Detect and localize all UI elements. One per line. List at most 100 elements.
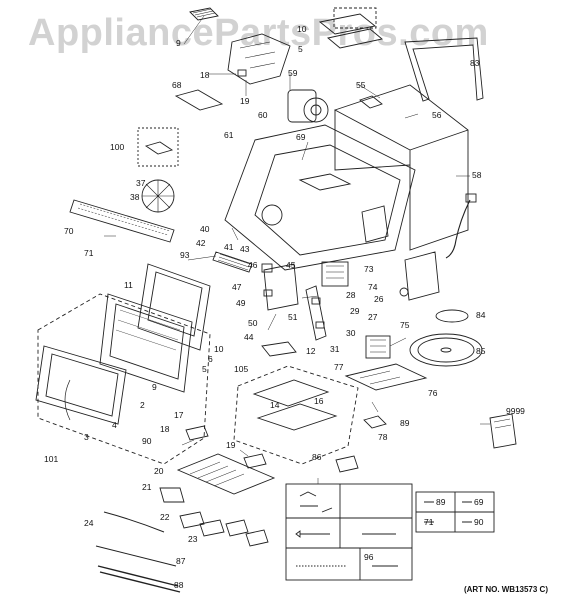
- callout-37: 37: [136, 178, 146, 188]
- hardware-legend-box: [415, 491, 495, 533]
- callout-42: 42: [196, 238, 206, 248]
- stirrer-100-part: [137, 127, 179, 167]
- callout-85: 85: [476, 346, 486, 356]
- vent-42-part: [212, 251, 253, 273]
- callout-10: 10: [214, 344, 224, 354]
- callout-59: 59: [288, 68, 298, 78]
- legend-label-90: 90: [474, 517, 484, 527]
- control-board-part: [261, 263, 299, 311]
- mounting-rail-part: [404, 37, 484, 102]
- callout-101: 101: [44, 454, 58, 464]
- callout-16: 16: [314, 396, 324, 406]
- callout-56: 56: [432, 110, 442, 120]
- fan-bracket-part: [227, 33, 291, 85]
- callout-88: 88: [174, 580, 184, 590]
- plates-21-23: [159, 455, 359, 547]
- transformer-part: [321, 261, 349, 287]
- magnetron-part: [365, 335, 391, 359]
- callout-30: 30: [346, 328, 356, 338]
- callout-93: 93: [180, 250, 190, 260]
- kit-label: 96: [364, 552, 374, 562]
- callout-68: 68: [172, 80, 182, 90]
- callout-71: 71: [84, 248, 94, 258]
- legend-label-69: 69: [474, 497, 484, 507]
- bracket-78-part: [363, 415, 387, 429]
- filter-68-part: [174, 89, 224, 111]
- callout-45: 45: [286, 260, 296, 270]
- callout-51: 51: [288, 312, 298, 322]
- vent-grille-part: [189, 7, 219, 21]
- tray-assembly-boundary: [233, 365, 359, 465]
- watermark: AppliancePartsPros.com: [28, 12, 489, 54]
- callout-22: 22: [160, 512, 170, 522]
- callout-24: 24: [84, 518, 94, 528]
- callout-9: 9: [152, 382, 157, 392]
- callout-18: 18: [200, 70, 210, 80]
- magnetron-plate-part: [399, 251, 440, 301]
- callout-10: 10: [297, 24, 307, 34]
- callout-43: 43: [240, 244, 250, 254]
- leader-lines: [104, 15, 490, 484]
- inner-door-part: [99, 293, 193, 393]
- callout-19: 19: [240, 96, 250, 106]
- base-plate-part: [344, 363, 428, 391]
- callout-75: 75: [400, 320, 410, 330]
- sensor-12-part: [261, 341, 297, 357]
- callout-40: 40: [200, 224, 210, 234]
- callout-27: 27: [368, 312, 378, 322]
- callout-76: 76: [428, 388, 438, 398]
- bracket-19-part: [243, 453, 267, 469]
- callout-46: 46: [248, 260, 258, 270]
- callout-9999: 9999: [506, 406, 525, 416]
- callout-69: 69: [296, 132, 306, 142]
- wire-harness-part: [95, 511, 181, 593]
- oven-cavity-part: [224, 124, 416, 271]
- roller-ring-part: [435, 309, 469, 323]
- callout-50: 50: [248, 318, 258, 328]
- callout-58: 58: [472, 170, 482, 180]
- callout-89: 89: [400, 418, 410, 428]
- callout-100: 100: [110, 142, 124, 152]
- callout-49: 49: [236, 298, 246, 308]
- callout-9: 9: [176, 38, 181, 48]
- callout-31: 31: [330, 344, 340, 354]
- callout-12: 12: [306, 346, 316, 356]
- callout-11: 11: [124, 280, 133, 290]
- callout-83: 83: [470, 58, 480, 68]
- callout-47: 47: [232, 282, 242, 292]
- switch-bracket-part: [305, 285, 327, 341]
- callout-17: 17: [174, 410, 184, 420]
- manual-part: [489, 413, 517, 449]
- bottom-panel-part: [176, 453, 276, 495]
- callout-5: 5: [202, 364, 207, 374]
- callout-26: 26: [374, 294, 384, 304]
- callout-20: 20: [154, 466, 164, 476]
- callout-77: 77: [334, 362, 344, 372]
- callout-105: 105: [234, 364, 248, 374]
- callout-28: 28: [346, 290, 356, 300]
- callout-78: 78: [378, 432, 388, 442]
- callout-3: 3: [84, 432, 89, 442]
- callout-18: 18: [160, 424, 170, 434]
- callout-84: 84: [476, 310, 486, 320]
- callout-90: 90: [142, 436, 152, 446]
- callout-73: 73: [364, 264, 374, 274]
- callout-2: 2: [140, 400, 145, 410]
- back-cover-part: [361, 205, 389, 243]
- callout-44: 44: [244, 332, 254, 342]
- art-number: (ART NO. WB13573 C): [463, 585, 548, 594]
- callout-60: 60: [258, 110, 268, 120]
- callout-86: 86: [312, 452, 322, 462]
- callout-38: 38: [130, 192, 140, 202]
- door-frame-part: [137, 263, 211, 351]
- legend-label-71: 71: [424, 517, 434, 527]
- callout-21: 21: [142, 482, 152, 492]
- hardware-kit-box: [285, 483, 413, 581]
- callout-87: 87: [176, 556, 186, 566]
- bracket-17-part: [185, 425, 209, 441]
- callout-70: 70: [64, 226, 74, 236]
